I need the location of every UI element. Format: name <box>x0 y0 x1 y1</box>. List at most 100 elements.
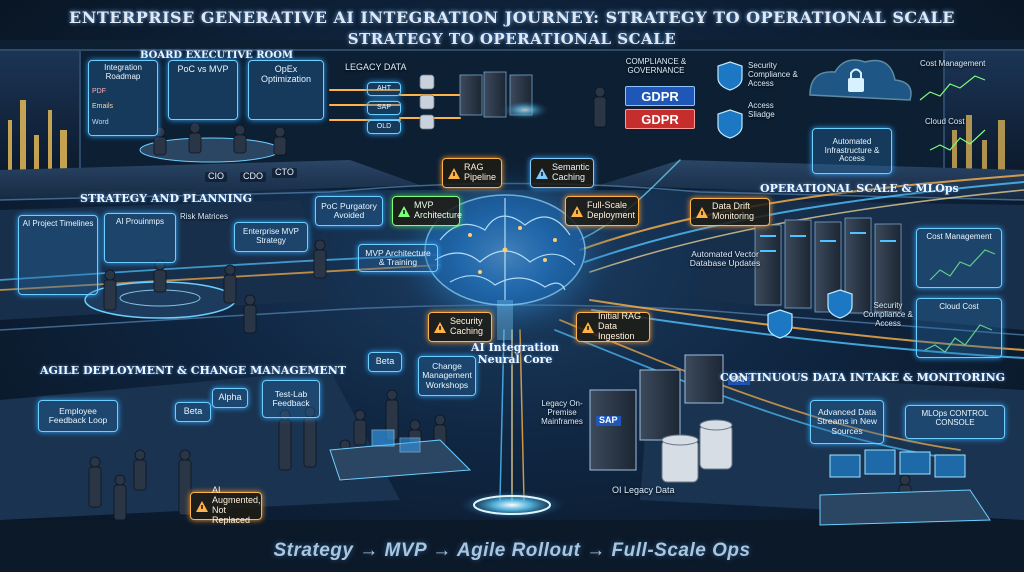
legacy-data-bottom-label: OI Legacy Data <box>612 485 675 495</box>
mlops-console-label: MLOps CONTROL CONSOLE <box>921 409 989 427</box>
warning-icon <box>571 205 583 217</box>
legacy-node-aht: AHT <box>367 82 401 96</box>
role-cdo: CDO <box>240 171 266 182</box>
brain-core <box>424 194 586 306</box>
workshops-panel: Change Management Workshops <box>418 356 476 396</box>
legacy-db-bottom <box>661 419 733 483</box>
security-compliance-top: Security Compliance & Access <box>748 61 798 88</box>
legacy-node-sap: SAP <box>367 101 401 115</box>
security-caching-label: Security Caching <box>450 316 484 336</box>
continuous-heading: CONTINUOUS DATA INTAKE & MONITORING <box>720 371 1006 384</box>
city-lights <box>8 100 67 180</box>
portal-ring <box>473 495 551 515</box>
role-cio: CIO <box>205 171 228 182</box>
augmented-label: AI Augmented, Not Replaced <box>212 485 261 525</box>
enterprise-mvp-panel: Enterprise MVP Strategy <box>234 222 308 252</box>
shield-icons <box>717 61 853 339</box>
legacy-racks-top <box>459 71 550 120</box>
automated-infra-panel: Automated Infrastructure & Access <box>812 128 892 174</box>
roadmap-item-word: Word <box>92 118 109 126</box>
ai-programs-label: AI Prouinmps <box>115 217 165 226</box>
opex-label: OpEx Optimization <box>260 64 312 84</box>
operational-heading: OPERATIONAL SCALE & MLOps <box>760 182 959 195</box>
team-monitor <box>371 429 395 447</box>
augmented-callout: AI Augmented, Not Replaced <box>190 485 262 525</box>
integration-roadmap-panel: Integration Roadmap PDF Emails Word <box>88 60 158 136</box>
mvp-architecture-label: MVP Architecture <box>414 200 463 220</box>
poc-vs-mvp-label: PoC vs MVP <box>177 64 229 74</box>
data-drift-callout: Data Drift Monitoring <box>690 198 770 226</box>
mainframes-label: Legacy On-Premise Mainframes <box>541 399 583 426</box>
full-scale-callout: Full-Scale Deployment <box>565 196 639 226</box>
ops-cost-panel: Cost Management <box>916 228 1002 288</box>
alpha-panel: Alpha <box>212 388 248 408</box>
mvp-architecture-callout: MVP Architecture <box>392 196 463 226</box>
main-title: ENTERPRISE GENERATIVE AI INTEGRATION JOU… <box>69 8 955 27</box>
beta-center-panel: Beta <box>368 352 402 372</box>
journey-footer: Strategy → MVP → Agile Rollout → Full-Sc… <box>273 540 751 561</box>
legacy-mainframe-bottom <box>589 354 724 471</box>
ground-floor <box>0 520 1024 572</box>
poc-purgatory-panel: PoC Purgatory Avoided <box>315 196 383 226</box>
initial-rag-label: Initial RAG Data Ingestion <box>598 311 642 341</box>
gdpr-badge-blue: GDPR <box>625 86 695 106</box>
cloud-cost-top: Cloud Cost <box>925 117 965 126</box>
warning-icon <box>196 500 208 512</box>
semantic-caching-callout: Semantic Caching <box>530 158 594 188</box>
security-floor <box>600 160 1024 200</box>
continuous-floor <box>640 370 1024 520</box>
ai-timelines-label: AI Project Timelines <box>22 219 94 228</box>
ops-cost-label: Cost Management <box>926 232 992 241</box>
warning-icon <box>582 321 594 333</box>
opex-panel: OpEx Optimization <box>248 60 324 120</box>
ops-racks <box>754 217 902 314</box>
mvp-training-panel: MVP Architecture & Training <box>358 244 438 272</box>
access-sliadge-label: Access Sliadge <box>748 101 775 119</box>
risk-matrices-label: Risk Matrices <box>180 212 229 221</box>
core-column <box>497 300 513 340</box>
ops-cloud-panel: Cloud Cost <box>916 298 1002 358</box>
vector-db-label: Automated Vector Database Updates <box>689 249 761 269</box>
integration-roadmap-title: Integration Roadmap <box>104 63 142 81</box>
sap-logo: SAP <box>596 415 621 426</box>
legacy-data-heading: LEGACY DATA <box>345 62 407 72</box>
rag-pipeline-callout: RAG Pipeline <box>442 158 502 188</box>
legacy-node-old: OLD <box>367 120 401 134</box>
warning-icon <box>448 167 460 179</box>
warning-icon <box>398 205 410 217</box>
initial-rag-callout: Initial RAG Data Ingestion <box>576 311 650 342</box>
cost-management-top: Cost Management <box>920 59 986 68</box>
strategy-heading: STRATEGY AND PLANNING <box>80 192 253 205</box>
warning-icon <box>434 321 446 333</box>
semantic-caching-label: Semantic Caching <box>552 162 590 182</box>
rag-pipeline-label: RAG Pipeline <box>464 162 497 182</box>
ops-security-label: Security Compliance & Access <box>863 301 913 328</box>
board-room-heading: BOARD EXECUTIVE ROOM <box>140 50 294 61</box>
data-streams-panel: Advanced Data Streams in New Sources <box>810 400 884 444</box>
strategy-floor <box>0 200 330 320</box>
role-cto: CTO <box>272 167 297 178</box>
feedback-loop-panel: Employee Feedback Loop <box>38 400 118 432</box>
roadmap-item-emails: Emails <box>92 103 114 111</box>
cloud-lock-icon <box>809 59 912 101</box>
roadmap-item-pdf: PDF <box>92 87 106 95</box>
sub-title: STRATEGY TO OPERATIONAL SCALE <box>347 30 677 48</box>
beta-left-panel: Beta <box>175 402 211 422</box>
mini-graphs <box>919 75 996 353</box>
security-caching-callout: Security Caching <box>428 312 492 342</box>
warning-icon <box>696 206 708 218</box>
full-scale-label: Full-Scale Deployment <box>587 200 636 220</box>
poc-vs-mvp-panel: PoC vs MVP <box>168 60 238 120</box>
sap-logo-small: SAP <box>728 375 751 385</box>
compliance-heading: COMPLIANCE & GOVERNANCE <box>625 57 687 75</box>
mlops-console <box>819 449 991 526</box>
ai-timelines-panel: AI Project Timelines <box>18 215 98 295</box>
portal-glow <box>457 490 567 520</box>
test-lab-panel: Test-Lab Feedback <box>262 380 320 418</box>
ai-programs-panel: AI Prouinmps <box>104 213 176 263</box>
warning-icon <box>536 167 548 179</box>
ops-cloud-label: Cloud Cost <box>939 302 979 311</box>
neural-core-label: AI Integration Neural Core <box>471 341 559 367</box>
agile-heading: AGILE DEPLOYMENT & CHANGE MANAGEMENT <box>40 364 347 377</box>
